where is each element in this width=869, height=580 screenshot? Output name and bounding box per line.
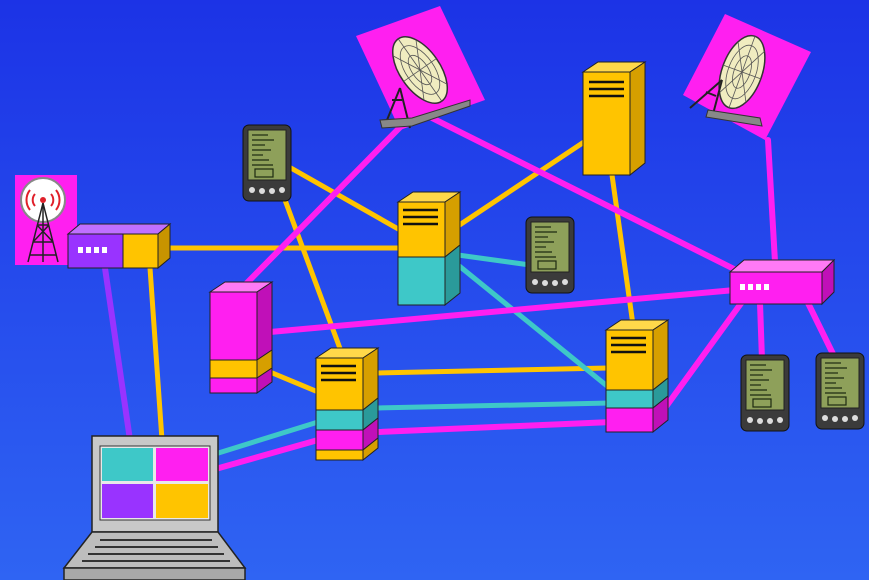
link-dish-to-router (417, 109, 743, 275)
server-tower-icon (604, 319, 670, 434)
link-server-center-to-server-right-cyan (455, 262, 615, 393)
satellite-dish-icon (356, 6, 485, 130)
link-router-to-pda-2 (805, 300, 838, 361)
server-tower-icon (314, 347, 380, 462)
laptop-icon (62, 435, 247, 580)
network-hub-icon (728, 258, 836, 306)
radio-tower-icon (15, 175, 77, 265)
link-hub-to-laptop-yellow (147, 265, 165, 443)
server-tower-icon (396, 191, 462, 307)
link-server-bottom-to-server-right (375, 365, 611, 376)
link-server-center-to-pda-cyan (455, 252, 533, 268)
screen-tile-magenta (156, 448, 208, 481)
link-server-bottom-to-server-right-magenta (375, 419, 615, 435)
link-server-magenta-to-router (267, 287, 738, 335)
network-hub-icon (66, 222, 172, 270)
satellite-dish-icon (683, 14, 811, 140)
link-server-magenta-to-server-bottom (267, 369, 321, 395)
server-tower-icon (208, 281, 274, 394)
link-dish-right-to-router (765, 137, 778, 265)
link-pda-to-server-bottom (282, 197, 348, 365)
server-tower-icon (581, 61, 647, 177)
link-dish-to-server-magenta (237, 109, 418, 293)
screen-tile-yellow (156, 484, 208, 518)
link-server-center-to-server-top (452, 135, 593, 231)
link-server-bottom-to-server-right-cyan (375, 400, 613, 411)
link-router-to-pda-1 (757, 300, 765, 363)
screen-tile-purple (102, 484, 153, 518)
pda-handheld-icon (815, 352, 865, 430)
screen-tile-cyan (102, 448, 153, 481)
link-router-to-server-right (662, 299, 745, 411)
link-laptop-to-server-bottom-cyan (209, 419, 321, 458)
link-laptop-to-server-bottom-magenta (209, 437, 321, 473)
pda-handheld-icon (242, 124, 292, 202)
link-hub-to-laptop-purple (102, 265, 133, 443)
pda-handheld-icon (740, 354, 790, 432)
pda-handheld-icon (525, 216, 575, 294)
